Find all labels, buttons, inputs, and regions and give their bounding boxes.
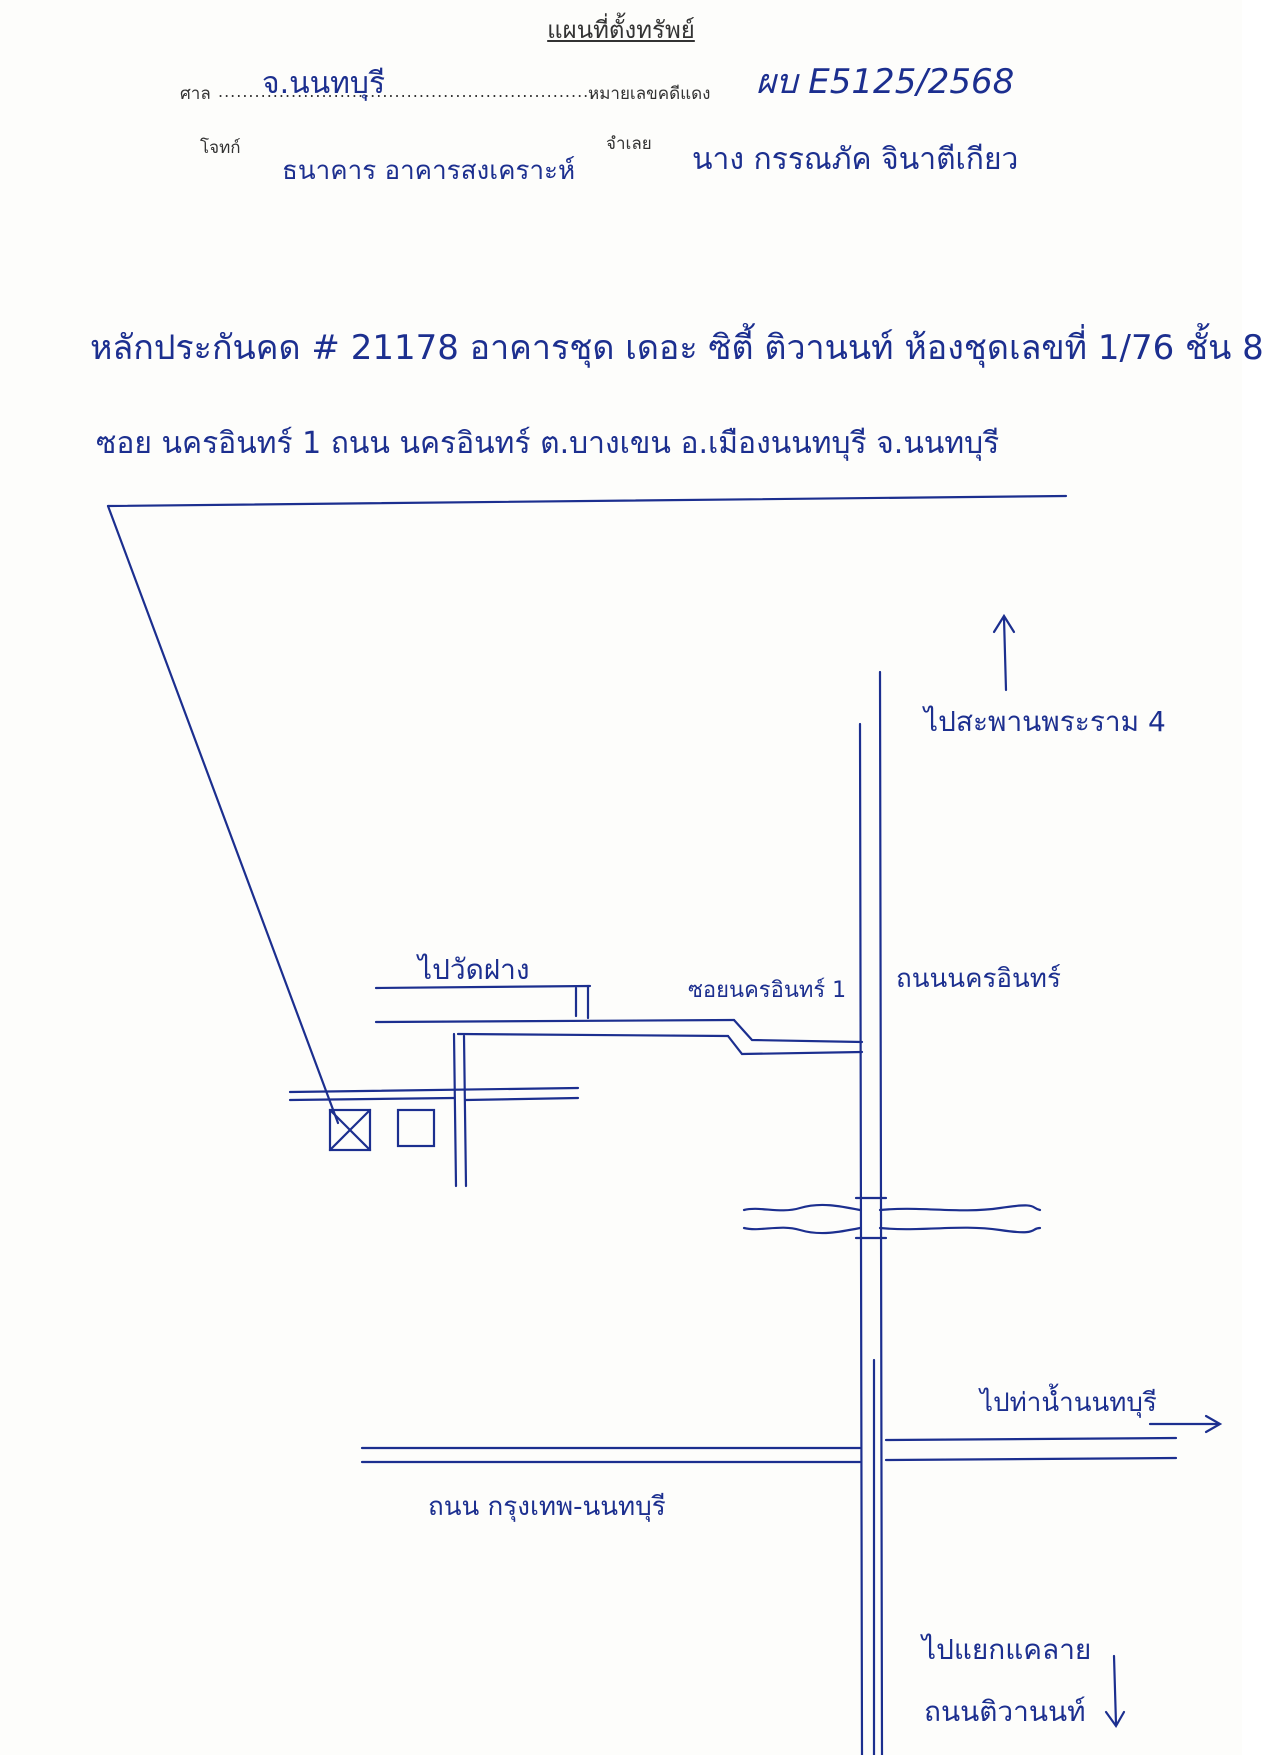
label-tiwanon-road: ถนนติวานนท์ <box>924 1695 1086 1728</box>
canal-north-bank-left <box>742 1203 862 1212</box>
plaintiff-label: โจทก์ <box>200 138 241 158</box>
soi-south-edge-bend <box>726 1034 864 1056</box>
collateral-description-line2: ซอย นครอินทร์ 1 ถนน นครอินทร์ ต.บางเขน อ… <box>96 426 1000 461</box>
label-to-nonthaburi-pier: ไปท่าน้ำนนทบุรี <box>980 1388 1157 1418</box>
plaintiff-value: ธนาคาร อาคารสงเคราะห์ <box>282 156 576 186</box>
south-arrow-head <box>1104 1710 1126 1729</box>
north-arrow-shaft <box>1002 616 1008 692</box>
east-arrow-head <box>1204 1414 1223 1434</box>
main-road-west-edge <box>858 722 864 1755</box>
label-to-wat-fang: ไปวัดฝาง <box>418 953 530 986</box>
side-lane-east-edge <box>462 1034 468 1188</box>
side-lane-west-edge <box>452 1032 458 1188</box>
defendant-label: จำเลย <box>606 134 652 154</box>
main-road-h-north-edge-right <box>884 1436 1178 1442</box>
document-title: แผนที่ตั้งทรัพย์ <box>547 16 695 44</box>
property-lane-north-edge <box>288 1086 580 1094</box>
pointer-line <box>106 504 340 1125</box>
target-property-box <box>328 1108 372 1152</box>
red-case-value: ผบ E5125/2568 <box>756 62 1015 102</box>
main-road-east-edge <box>878 670 884 1755</box>
collateral-description-line1: หลักประกันคด # 21178 อาคารชุด เดอะ ซิตี้… <box>90 328 1264 368</box>
south-arrow-shaft <box>1112 1654 1118 1726</box>
defendant-value: นาง กรรณภัค จินาตีเกียว <box>692 142 1019 177</box>
label-to-pakkret: ไปสะพานพระราม 4 <box>924 705 1166 738</box>
soi-south-edge <box>456 1032 730 1038</box>
canal-south-bank-left <box>742 1226 862 1235</box>
soi-north-edge <box>374 1018 736 1024</box>
main-road-h-south-edge-right <box>884 1456 1178 1462</box>
neighbour-building-box <box>396 1108 436 1148</box>
label-to-khae-lai-junction: ไปแยกแคลาย <box>922 1633 1092 1666</box>
court-dotted-line: ........................................… <box>218 82 596 101</box>
target-property-cross-2 <box>328 1108 372 1152</box>
property-lane-south-edge-right <box>464 1096 580 1102</box>
court-label: ศาล <box>180 84 211 104</box>
label-soi-nakhon-in-1: ซอยนครอินทร์ 1 <box>688 978 847 1003</box>
label-krungthep-nonthaburi-road: ถนน กรุงเทพ-นนทบุรี <box>428 1492 666 1522</box>
canal-south-bank-right <box>878 1226 1042 1234</box>
property-lane-south-edge-left <box>288 1096 456 1102</box>
wat-fang-road-top-edge <box>374 984 592 990</box>
soi-north-edge-bend <box>732 1018 864 1044</box>
red-case-label: หมายเลขคดีแดง <box>588 84 711 104</box>
court-value: จ.นนทบุรี <box>262 66 386 101</box>
description-underline <box>106 494 1068 508</box>
label-nakhon-in-road: ถนนนครอินทร์ <box>896 964 1061 994</box>
canal-north-bank-right <box>878 1204 1042 1212</box>
north-arrow-head <box>992 613 1016 634</box>
